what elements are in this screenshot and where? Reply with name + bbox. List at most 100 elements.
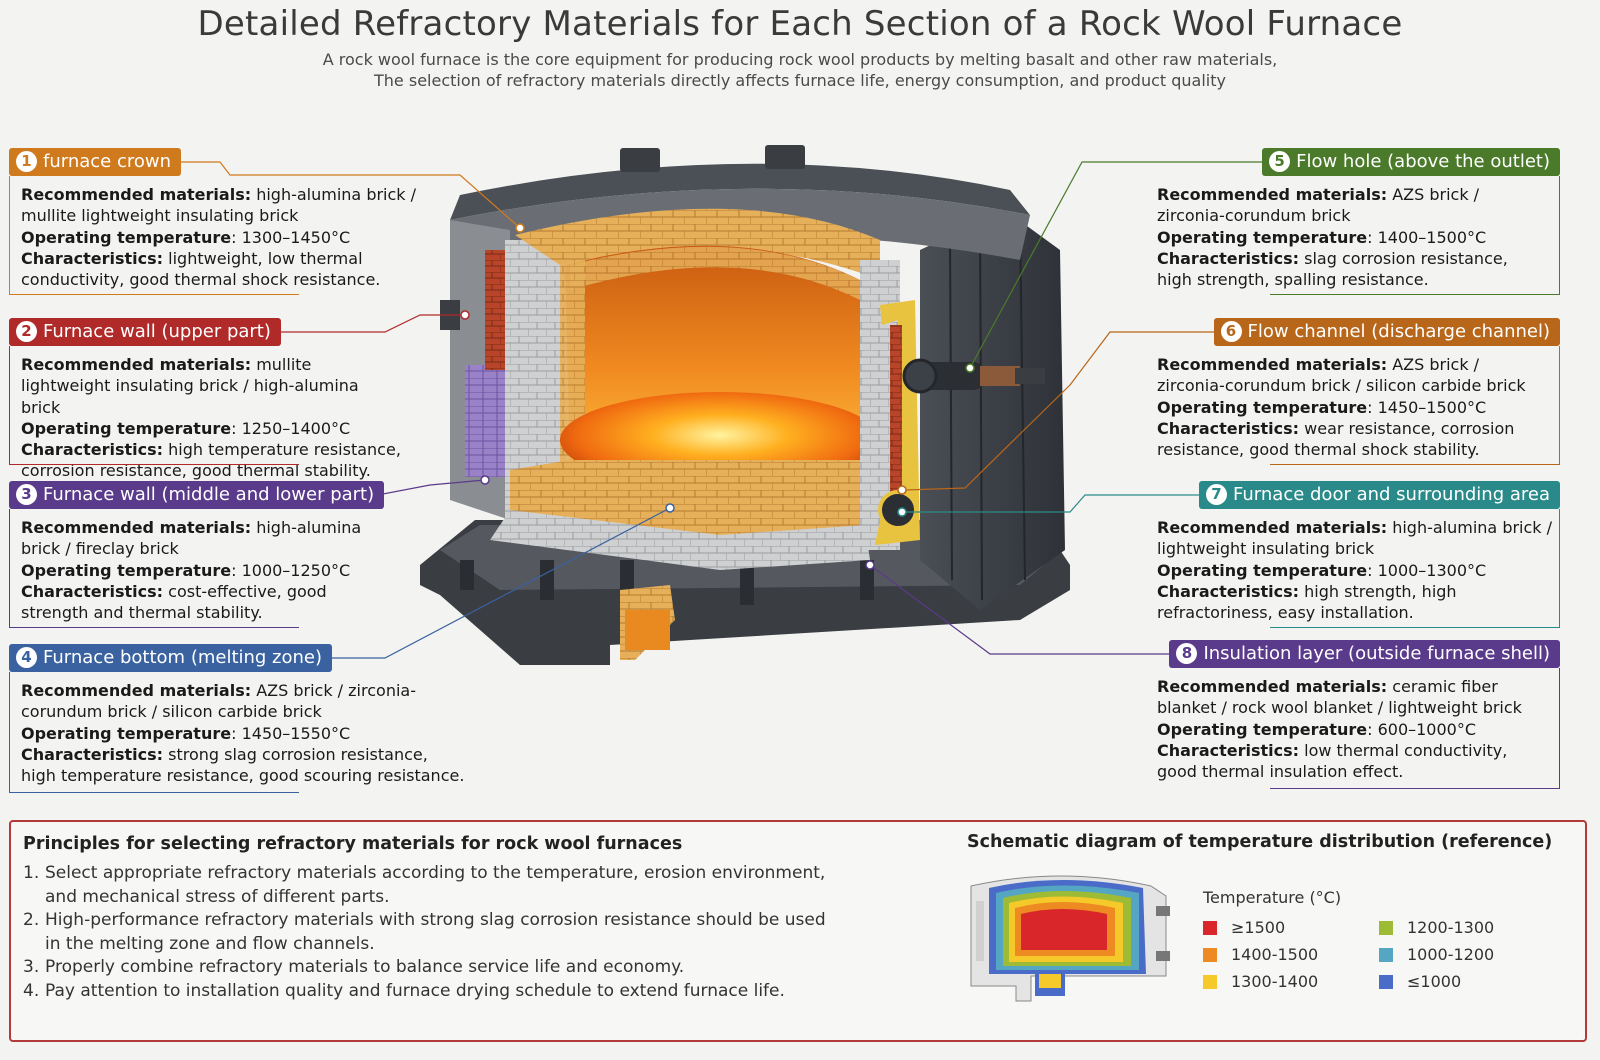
legend-item: ≥1500 [1203,918,1285,937]
label-characteristics: Characteristics: [1157,418,1300,438]
label-characteristics: Characteristics: [21,744,164,764]
section-name: Flow channel (discharge channel) [1247,321,1550,342]
callout-body: Recommended materials: high-alumina bric… [21,185,417,290]
characteristics-value: wear resistance, corrosion resistance, g… [1157,418,1515,460]
legend-title: Temperature (°C) [1203,888,1342,907]
subtitle-line-2: The selection of refractory materials di… [374,71,1226,90]
callout-body: Recommended materials: AZS brick / zirco… [21,681,465,786]
temperature-value: 1300–1450°C [241,227,351,247]
label-temperature: Operating temperature [21,227,232,247]
label-temperature: Operating temperature [21,723,232,743]
label-temperature: Operating temperature [21,418,232,438]
number-badge: 1 [16,151,37,172]
label-temperature: Operating temperature [1157,227,1368,247]
temperature-value: 1000–1250°C [241,560,351,580]
principles-panel: Principles for selecting refractory mate… [9,820,1587,1042]
label-characteristics: Characteristics: [21,581,164,601]
legend-item: 1400-1500 [1203,945,1318,964]
label-recommended: Recommended materials: [1157,185,1388,204]
label-recommended: Recommended materials: [21,518,252,537]
section-name: Flow hole (above the outlet) [1296,151,1550,172]
label-temperature: Operating temperature [1157,719,1368,739]
label-characteristics: Characteristics: [21,440,164,460]
temperature-value: 600–1000°C [1377,719,1477,739]
characteristics-value: high temperature resistance, corrosion r… [21,440,401,481]
characteristics-value: strong slag corrosion resistance, high t… [21,744,465,786]
materials-value: high-alumina brick / lightweight insulat… [1157,518,1553,559]
principles-title: Principles for selecting refractory mate… [23,834,683,854]
label-temperature: Operating temperature [21,560,232,580]
legend-swatch [1379,948,1393,962]
number-badge: 2 [16,321,37,342]
number-badge: 7 [1206,484,1228,505]
legend-swatch [1203,975,1217,989]
temperature-value: 1250–1400°C [241,418,351,438]
number-badge: 6 [1220,321,1242,342]
number-badge: 3 [16,484,37,505]
principle-item: 3.Properly combine refractory materials … [23,957,685,977]
legend-item: 1300-1400 [1203,972,1318,991]
legend-item: 1000-1200 [1379,945,1494,964]
characteristics-value: slag corrosion resistance, high strength… [1157,248,1508,290]
temperature-value: 1000–1300°C [1377,560,1487,580]
legend-item: ≤1000 [1379,972,1461,991]
number-badge: 5 [1269,151,1291,172]
legend-swatch [1379,975,1393,989]
label-recommended: Recommended materials: [21,681,252,700]
callout-header: 4 Furnace bottom (melting zone) [9,644,333,672]
furnace-cutaway-illustration [420,145,1070,665]
label-recommended: Recommended materials: [21,355,252,374]
page-title: Detailed Refractory Materials for Each S… [197,4,1403,44]
callout-body: Recommended materials: high-alumina bric… [1157,518,1553,623]
section-name: Insulation layer (outside furnace shell) [1203,643,1550,664]
legend-swatch [1379,921,1393,935]
materials-value: ceramic fiber blanket / rock wool blanke… [1157,677,1522,718]
characteristics-value: lightweight, low thermal conductivity, g… [21,248,381,290]
temperature-value: 1400–1500°C [1377,227,1487,247]
materials-value: AZS brick / zirconia-corundum brick / si… [1157,355,1526,396]
section-name: Furnace wall (middle and lower part) [43,484,375,505]
number-badge: 4 [16,647,37,668]
subtitle-line-1: A rock wool furnace is the core equipmen… [322,50,1278,69]
label-recommended: Recommended materials: [1157,518,1388,537]
temperature-value: 1450–1550°C [241,723,351,743]
callout-header: 2 Furnace wall (upper part) [9,318,281,346]
label-characteristics: Characteristics: [1157,248,1300,268]
principles-list: 1.Select appropriate refractory material… [23,862,843,1003]
section-name: furnace crown [43,151,172,172]
callout-body: Recommended materials: AZS brick / zirco… [1157,355,1526,460]
callout-body: Recommended materials: ceramic fiber bla… [1157,677,1522,782]
temperature-distribution-schematic [970,875,1170,1002]
characteristics-value: high strength, high refractoriness, easy… [1157,581,1457,623]
callout-body: Recommended materials: AZS brick / zirco… [1157,185,1508,290]
section-name: Furnace bottom (melting zone) [43,647,323,668]
label-characteristics: Characteristics: [1157,581,1300,601]
label-temperature: Operating temperature [1157,560,1368,580]
principle-item: 4.Pay attention to installation quality … [23,980,785,1001]
principle-item: 1.Select appropriate refractory material… [23,863,826,907]
legend-item: 1200-1300 [1379,918,1494,937]
callout-header: 1 furnace crown [9,148,182,176]
materials-value: high-alumina brick / mullite lightweight… [21,185,417,226]
materials-value: AZS brick / zirconia-corundum brick [1157,185,1480,226]
temperature-value: 1450–1500°C [1377,397,1487,417]
materials-value: AZS brick / zirconia-corundum brick / si… [21,681,416,722]
label-characteristics: Characteristics: [21,248,164,268]
callout-furnace-crown: 1 furnace crown Recommended materials: hi… [9,148,449,298]
section-name: Furnace wall (upper part) [43,321,271,342]
callout-body: Recommended materials: high-alumina bric… [21,518,362,623]
label-characteristics: Characteristics: [1157,740,1300,760]
number-badge: 8 [1176,643,1198,664]
schematic-title: Schematic diagram of temperature distrib… [967,832,1553,852]
materials-value: mullite lightweight insulating brick / h… [21,355,359,417]
callout-body: Recommended materials: mullite lightweig… [21,355,401,481]
callout-header: 3 Furnace wall (middle and lower part) [9,481,385,509]
